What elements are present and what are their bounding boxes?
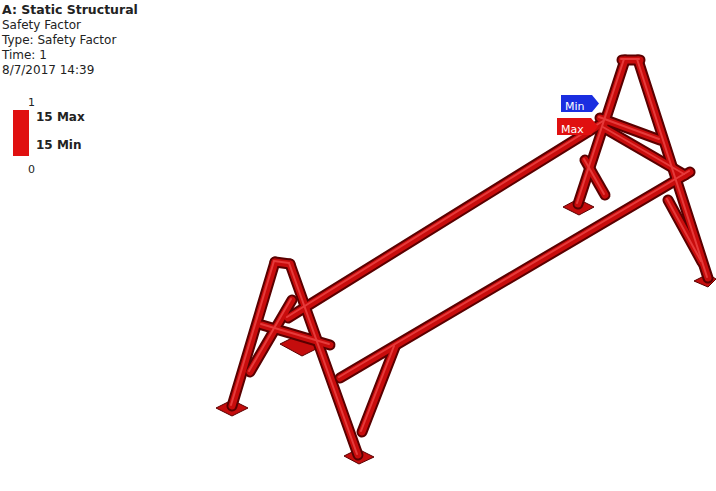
legend-value: 15 Max xyxy=(36,110,85,125)
frame-tube xyxy=(339,171,689,377)
legend-value: 15 Min xyxy=(36,138,81,153)
frame-tube xyxy=(231,261,274,405)
scale-tick: 0 xyxy=(28,162,35,177)
frame-tube xyxy=(275,262,290,264)
frame-tube xyxy=(274,261,289,263)
frame-tube xyxy=(638,60,708,278)
probe-flag: Min xyxy=(561,95,599,112)
frame-tube xyxy=(361,346,394,431)
frame-tube xyxy=(667,199,701,261)
frame-tube xyxy=(604,128,685,175)
result-info: Type: Safety Factor xyxy=(2,33,116,48)
probe-flag: Max xyxy=(557,118,598,135)
legend-swatch xyxy=(13,133,29,156)
result-info: Safety Factor xyxy=(2,18,81,33)
flag-text: Max xyxy=(557,123,584,136)
frame-tube xyxy=(599,117,659,139)
result-info: Time: 1 xyxy=(2,48,47,63)
frame-tube xyxy=(249,299,291,371)
frame-tube xyxy=(585,160,605,195)
frame-tube xyxy=(287,121,603,317)
frame-tube xyxy=(638,60,708,278)
scale-tick: 1 xyxy=(28,95,35,110)
frame-tube xyxy=(603,127,684,174)
frame-tube xyxy=(288,122,604,318)
frame-tube xyxy=(621,58,639,60)
frame-tube xyxy=(289,263,357,454)
frame-tube xyxy=(275,262,290,264)
frame-tube xyxy=(584,159,604,194)
frame-tube xyxy=(288,122,604,318)
result-title: A: Static Structural xyxy=(2,2,138,17)
flag-text: Min xyxy=(561,100,585,113)
frame-tube xyxy=(250,300,292,372)
result-info: 8/7/2017 14:39 xyxy=(2,63,94,78)
legend-swatch xyxy=(13,110,29,133)
